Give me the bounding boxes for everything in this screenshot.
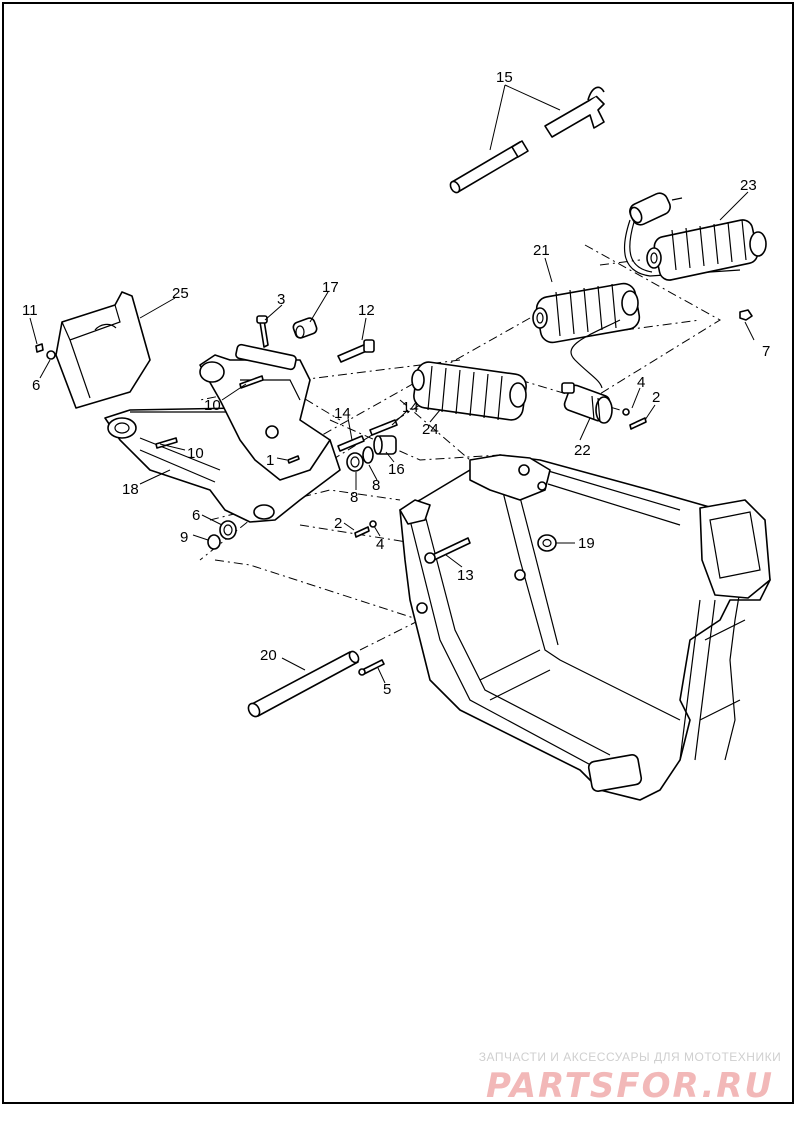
part-14-bolts: [337, 419, 398, 452]
callout-20: 20: [260, 647, 277, 664]
callout-18: 18: [122, 481, 139, 498]
part-17-bushing: [292, 317, 318, 339]
callout-2-b: 2: [334, 515, 342, 532]
part-6-bearing: [219, 452, 364, 540]
callout-4: 4: [637, 374, 645, 391]
callout-15: 15: [496, 69, 513, 86]
part-12-bolt: [337, 339, 375, 363]
leader-lines: [29, 84, 755, 684]
part-3-screw: [256, 315, 269, 348]
watermark: ЗАПЧАСТИ И АКСЕССУАРЫ ДЛЯ МОТОТЕХНИКИ PA…: [470, 1050, 790, 1106]
callout-8-b: 9: [180, 529, 188, 546]
frame: [399, 454, 771, 801]
callout-23: 23: [740, 177, 757, 194]
callout-1: 1: [266, 452, 274, 469]
callout-3: 3: [277, 291, 285, 308]
callout-17: 17: [322, 279, 339, 296]
callout-10-b: 10: [187, 445, 204, 462]
callout-labels: 15 23 21 7 4 2 22 11 6 25 3 17 12 10 10 …: [22, 69, 770, 698]
callout-7: 7: [762, 343, 770, 360]
callout-5: 6: [32, 377, 40, 394]
part-7-nut: [739, 309, 753, 321]
part-25-cover: [55, 291, 151, 409]
callout-19: 19: [578, 535, 595, 552]
callout-13: 13: [457, 567, 474, 584]
part-24-shock-absorber: [411, 361, 527, 421]
part-16-bushing: [373, 435, 397, 455]
callout-2: 2: [652, 389, 660, 406]
callout-11: 11: [22, 302, 38, 319]
callout-22: 22: [574, 442, 591, 459]
part-15-tool: [449, 86, 605, 194]
small-fasteners: [35, 343, 647, 538]
watermark-caption: ЗАПЧАСТИ И АКСЕССУАРЫ ДЛЯ МОТОТЕХНИКИ: [478, 1050, 782, 1064]
callout-12: 12: [358, 302, 375, 319]
part-18-swingarm: [104, 343, 341, 523]
part-21-shock-absorber: [532, 282, 641, 389]
part-13-bolt: [424, 537, 471, 564]
part-23-shock-absorber: [624, 192, 767, 281]
watermark-logo: PARTSFOR.RU: [485, 1066, 775, 1106]
callout-24: 24: [422, 421, 439, 438]
callout-9: 5: [383, 681, 391, 698]
callout-6: 8: [350, 489, 358, 506]
callout-21: 21: [533, 242, 550, 259]
callout-8: 8: [372, 477, 380, 494]
callout-4-b: 4: [376, 536, 384, 553]
callout-6-b: 6: [192, 507, 200, 524]
callout-16: 16: [388, 461, 405, 478]
callout-14-b: 14: [402, 399, 419, 416]
part-8-seal: [207, 446, 374, 550]
callout-25: 25: [172, 285, 189, 302]
part-22-adjuster-knob: [561, 382, 613, 424]
part-9-bolt: [358, 659, 385, 676]
page-border: [2, 2, 794, 1104]
part-19-bushing: [537, 534, 557, 552]
callout-10: 10: [204, 397, 221, 414]
part-20-pivot-shaft: [247, 650, 360, 718]
callout-14: 14: [334, 405, 351, 422]
